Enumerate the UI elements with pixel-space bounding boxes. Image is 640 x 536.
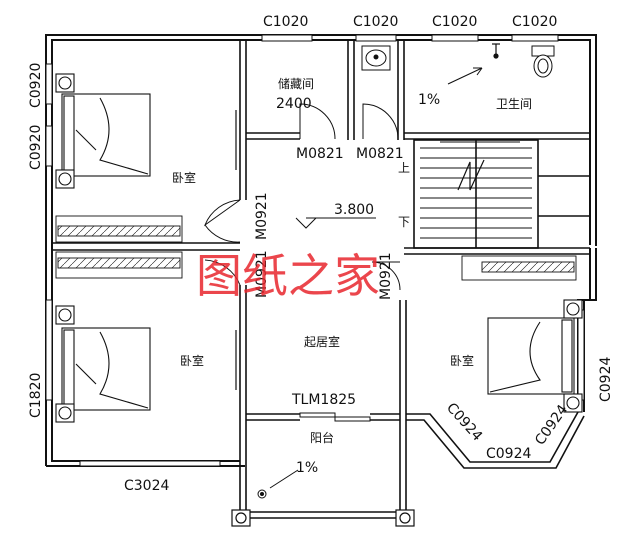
bed-bottom-left (55, 305, 151, 423)
elevation-mark (295, 217, 376, 229)
dimension-storage-width: 2400 (276, 96, 312, 112)
balcony-posts (231, 509, 415, 527)
door-swings (203, 103, 401, 291)
toilet-icon (531, 45, 555, 78)
interior-walls (52, 40, 590, 519)
door-label-balcony: TLM1825 (291, 392, 356, 408)
wardrobe-upper (55, 215, 183, 243)
window-label-top-2: C1020 (353, 14, 398, 30)
window-label-bay-3: C0924 (532, 402, 571, 448)
washbasin-icon (361, 45, 391, 71)
window-label-bottom-1: C3024 (124, 478, 169, 494)
window-label-left-3: C1820 (28, 373, 44, 418)
stair-up-label: 上 (398, 161, 410, 175)
window-label-top-3: C1020 (432, 14, 477, 30)
window-label-left-2: C0920 (28, 125, 44, 170)
slope-label-balcony: 1% (296, 460, 318, 476)
watermark: 图纸之家 (196, 249, 380, 303)
elevation-label: 3.800 (334, 202, 374, 218)
wardrobe-lower (55, 251, 183, 279)
window-label-top-4: C1020 (512, 14, 557, 30)
slope-arrow-bathroom (447, 67, 483, 85)
door-label-storage: M0821 (296, 146, 344, 162)
room-label-bedroom-bottom-left: 卧室 (180, 353, 204, 368)
stair-down-label: 下 (398, 215, 410, 229)
bed-top-left (55, 73, 151, 189)
staircase (420, 140, 532, 248)
window-label-right-1: C0924 (598, 357, 614, 402)
door-label-bath: M0821 (356, 146, 404, 162)
shower-icon (492, 43, 500, 59)
room-label-bathroom: 卫生间 (496, 97, 532, 111)
wardrobe-right (461, 255, 577, 281)
door-label-bed-bottom-left: M0921 (254, 250, 270, 298)
slope-arrow-balcony (257, 469, 299, 499)
sliding-door (299, 412, 371, 422)
door-label-bed-right: M0921 (378, 252, 394, 300)
exterior-walls (45, 34, 597, 467)
room-label-bedroom-top-left: 卧室 (172, 170, 196, 185)
slope-label-bathroom: 1% (418, 92, 440, 108)
room-label-bedroom-right: 卧室 (450, 353, 474, 368)
window-frames (45, 34, 585, 467)
bed-right (487, 299, 583, 413)
room-label-storage: 储藏间 (278, 76, 314, 91)
window-label-bay-2: C0924 (486, 446, 531, 462)
window-label-left-1: C0920 (28, 63, 44, 108)
room-label-living: 起居室 (304, 334, 340, 349)
window-label-top-1: C1020 (263, 14, 308, 30)
room-label-balcony: 阳台 (310, 430, 334, 445)
door-label-bed-top-left: M0921 (254, 192, 270, 240)
